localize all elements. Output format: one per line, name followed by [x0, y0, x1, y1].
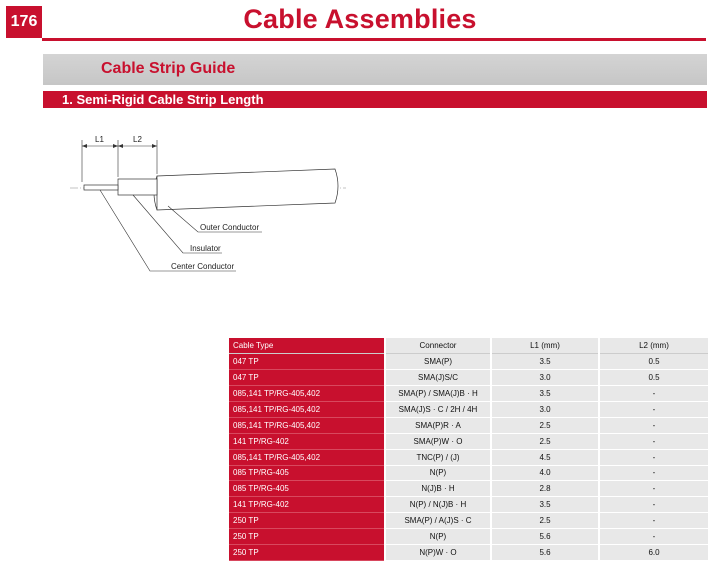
cell-l2: 0.5 [598, 353, 708, 370]
cell-l1: 3.5 [490, 353, 599, 370]
outer-conductor-shape [156, 168, 339, 211]
cell-cable-type: 085 TP/RG-405 [229, 465, 385, 482]
cell-l2: - [598, 401, 708, 418]
center-conductor-shape [83, 184, 119, 191]
header-l1: L1 (mm) [490, 338, 599, 354]
table-header-row: Cable Type Connector L1 (mm) L2 (mm) [229, 338, 708, 354]
cell-l1: 2.5 [490, 417, 599, 434]
page-title: Cable Assemblies [243, 4, 477, 34]
cell-l2: - [598, 496, 708, 514]
cell-l1: 3.0 [490, 369, 599, 386]
cell-cable-type: 047 TP [229, 369, 385, 386]
cell-cable-type: 085,141 TP/RG-405,402 [229, 449, 385, 466]
cell-l1: 3.5 [490, 496, 599, 514]
cell-cable-type: 047 TP [229, 353, 385, 370]
cell-l1: 3.0 [490, 401, 599, 418]
cell-cable-type: 085 TP/RG-405 [229, 480, 385, 498]
cell-l2: - [598, 480, 708, 498]
label-l1: L1 [95, 135, 104, 144]
cell-connector: SMA(P)W · O [384, 433, 491, 450]
cell-connector: N(P)W · O [384, 544, 491, 561]
label-insulator: Insulator [190, 244, 221, 253]
cell-l1: 2.5 [490, 512, 599, 530]
header-connector: Connector [384, 338, 491, 354]
cable-strip-diagram: L1 L2 Outer Conductor Insulator Center C… [70, 135, 346, 272]
cell-l2: - [598, 385, 708, 402]
cell-cable-type: 250 TP [229, 528, 385, 546]
title-rule [42, 38, 706, 41]
cell-connector: SMA(P) / A(J)S · C [384, 512, 491, 530]
section-bar [43, 54, 707, 85]
cell-cable-type: 085,141 TP/RG-405,402 [229, 385, 385, 402]
cell-connector: SMA(P) / SMA(J)B · H [384, 385, 491, 402]
strip-length-table: Cable Type Connector L1 (mm) L2 (mm) 047… [229, 338, 708, 561]
cell-l2: - [598, 449, 708, 466]
cell-connector: N(P) [384, 528, 491, 546]
cell-cable-type: 085,141 TP/RG-405,402 [229, 417, 385, 434]
cell-l2: - [598, 433, 708, 450]
cell-cable-type: 250 TP [229, 544, 385, 561]
cell-l1: 4.5 [490, 449, 599, 466]
cell-l1: 2.8 [490, 480, 599, 498]
cell-connector: SMA(P) [384, 353, 491, 370]
cell-l2: - [598, 528, 708, 546]
cell-cable-type: 250 TP [229, 512, 385, 530]
strip-length-table-wrap: Cable Type Connector L1 (mm) L2 (mm) 047… [229, 338, 708, 561]
cell-cable-type: 141 TP/RG-402 [229, 496, 385, 514]
cell-l2: - [598, 417, 708, 434]
cell-l2: 6.0 [598, 544, 708, 561]
leader-outer [167, 205, 262, 233]
leader-center [99, 189, 236, 272]
cell-l1: 5.6 [490, 544, 599, 561]
cell-l1: 4.0 [490, 465, 599, 482]
subsection-bar [43, 91, 707, 108]
cell-connector: SMA(J)S · C / 2H / 4H [384, 401, 491, 418]
page-number: 176 [10, 13, 38, 30]
subsection-title: 1. Semi-Rigid Cable Strip Length [62, 92, 264, 107]
label-center-conductor: Center Conductor [171, 262, 234, 271]
label-l2: L2 [133, 135, 142, 144]
cell-cable-type: 141 TP/RG-402 [229, 433, 385, 450]
leader-insulator [132, 194, 222, 254]
cell-connector: N(P) [384, 465, 491, 482]
header-cable-type: Cable Type [229, 338, 385, 354]
label-outer-conductor: Outer Conductor [200, 223, 259, 232]
cell-l2: - [598, 465, 708, 482]
header-l2: L2 (mm) [598, 338, 708, 354]
cell-connector: N(P) / N(J)B · H [384, 496, 491, 514]
section-title: Cable Strip Guide [101, 60, 236, 77]
cell-connector: TNC(P) / (J) [384, 449, 491, 466]
cell-connector: SMA(P)R · A [384, 417, 491, 434]
cell-cable-type: 085,141 TP/RG-405,402 [229, 401, 385, 418]
cell-l1: 2.5 [490, 433, 599, 450]
cell-l1: 5.6 [490, 528, 599, 546]
cell-l2: 0.5 [598, 369, 708, 386]
cell-connector: N(J)B · H [384, 480, 491, 498]
cell-connector: SMA(J)S/C [384, 369, 491, 386]
page-number-badge: 176 [6, 6, 42, 38]
insulator-shape [117, 178, 158, 196]
cell-l1: 3.5 [490, 385, 599, 402]
cell-l2: - [598, 512, 708, 530]
